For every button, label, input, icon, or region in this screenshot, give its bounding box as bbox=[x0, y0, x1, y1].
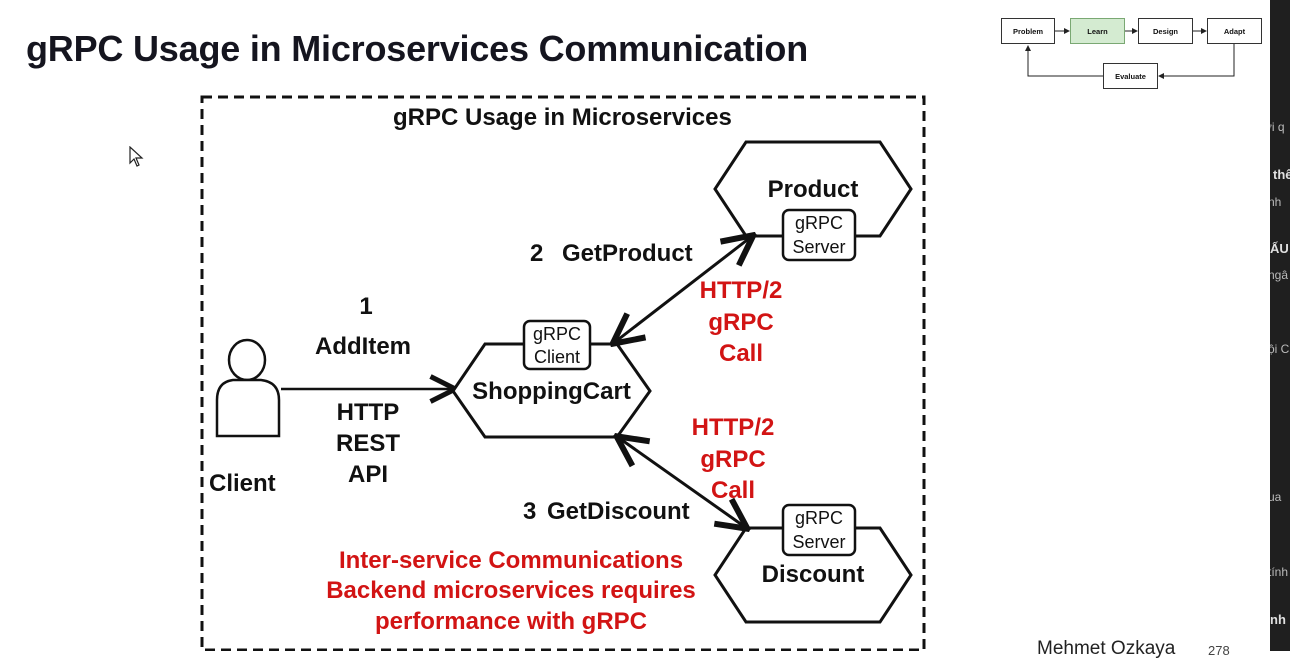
call2-line3: Call bbox=[710, 477, 755, 504]
grpc-client-line1: gRPC bbox=[532, 324, 581, 344]
process-flowchart: Problem Learn Design Adapt Evaluate bbox=[996, 12, 1266, 94]
user-icon bbox=[215, 338, 281, 438]
call1-line1: HTTP/2 bbox=[699, 277, 783, 304]
call2-line1: HTTP/2 bbox=[691, 414, 775, 441]
diagram-title: gRPC Usage in Microservices bbox=[393, 104, 732, 131]
slide-title: gRPC Usage in Microservices Communicatio… bbox=[26, 28, 809, 69]
step1-label: AddItem bbox=[315, 333, 411, 360]
discount-grpc-server-box bbox=[781, 503, 857, 557]
rest-label-rest: REST bbox=[335, 430, 400, 457]
call1-line2: gRPC bbox=[708, 309, 774, 336]
flowchart-arrows bbox=[1025, 28, 1235, 79]
side-fragment: thể bbox=[1273, 167, 1290, 182]
product-label: Product bbox=[767, 176, 859, 203]
flow-step-design: Design bbox=[1138, 18, 1193, 44]
product-hexagon bbox=[713, 140, 913, 238]
grpc-client-box bbox=[522, 319, 592, 371]
footer-author: Mehmet Ozkaya bbox=[1037, 638, 1176, 659]
note-line2: Backend microservices requires bbox=[326, 577, 696, 604]
product-grpc-server-box bbox=[781, 208, 857, 262]
shoppingcart-label: ShoppingCart bbox=[472, 378, 631, 405]
flow-step-learn: Learn bbox=[1070, 18, 1125, 44]
discount-server-line1: gRPC bbox=[794, 508, 843, 528]
flow-step-adapt: Adapt bbox=[1207, 18, 1262, 44]
side-fragment: ua bbox=[1270, 490, 1282, 504]
flow-step-problem: Problem bbox=[1001, 18, 1055, 44]
call2-line2: gRPC bbox=[700, 446, 766, 473]
product-server-line2: Server bbox=[792, 237, 846, 257]
discount-server-line2: Server bbox=[792, 532, 846, 552]
side-fragment: tính bbox=[1270, 565, 1289, 579]
side-fragment: ẤU bbox=[1270, 241, 1289, 256]
step2-number: 2 bbox=[530, 240, 544, 267]
discount-label: Discount bbox=[761, 561, 865, 588]
boundary-frame bbox=[200, 95, 926, 651]
rest-label-http: HTTP bbox=[336, 399, 400, 426]
grpc-client-line2: Client bbox=[533, 347, 581, 367]
step3-label: GetDiscount bbox=[547, 498, 690, 525]
slide: gRPC Usage in Microservices Communicatio… bbox=[26, 12, 1266, 659]
getproduct-arrow bbox=[615, 237, 751, 342]
call1-line3: Call bbox=[718, 340, 763, 367]
getdiscount-arrow bbox=[619, 438, 745, 527]
flow-step-evaluate: Evaluate bbox=[1103, 63, 1158, 89]
step3-number: 3 bbox=[523, 498, 537, 525]
note-line1: Inter-service Communications bbox=[338, 547, 684, 574]
side-panel[interactable]: ới q thể nh ẤU ngâ ội C ua tính nh bbox=[1270, 0, 1290, 651]
diagram-shapes bbox=[200, 95, 926, 651]
side-fragment: nh bbox=[1270, 195, 1282, 209]
mouse-pointer-icon bbox=[129, 146, 144, 167]
side-fragment: nh bbox=[1270, 612, 1286, 627]
side-fragment: ngâ bbox=[1270, 268, 1289, 282]
rest-label-api: API bbox=[347, 461, 388, 488]
product-server-line1: gRPC bbox=[794, 213, 843, 233]
note-line3: performance with gRPC bbox=[374, 608, 648, 635]
client-label: Client bbox=[209, 470, 276, 497]
discount-hexagon bbox=[713, 526, 913, 624]
step1-number: 1 bbox=[359, 293, 373, 320]
side-fragment: ội C bbox=[1270, 342, 1290, 356]
grpc-diagram: gRPC Usage in Microservices Client 1 Add… bbox=[195, 90, 935, 651]
step2-label: GetProduct bbox=[562, 240, 693, 267]
side-fragment: ới q bbox=[1270, 120, 1285, 134]
